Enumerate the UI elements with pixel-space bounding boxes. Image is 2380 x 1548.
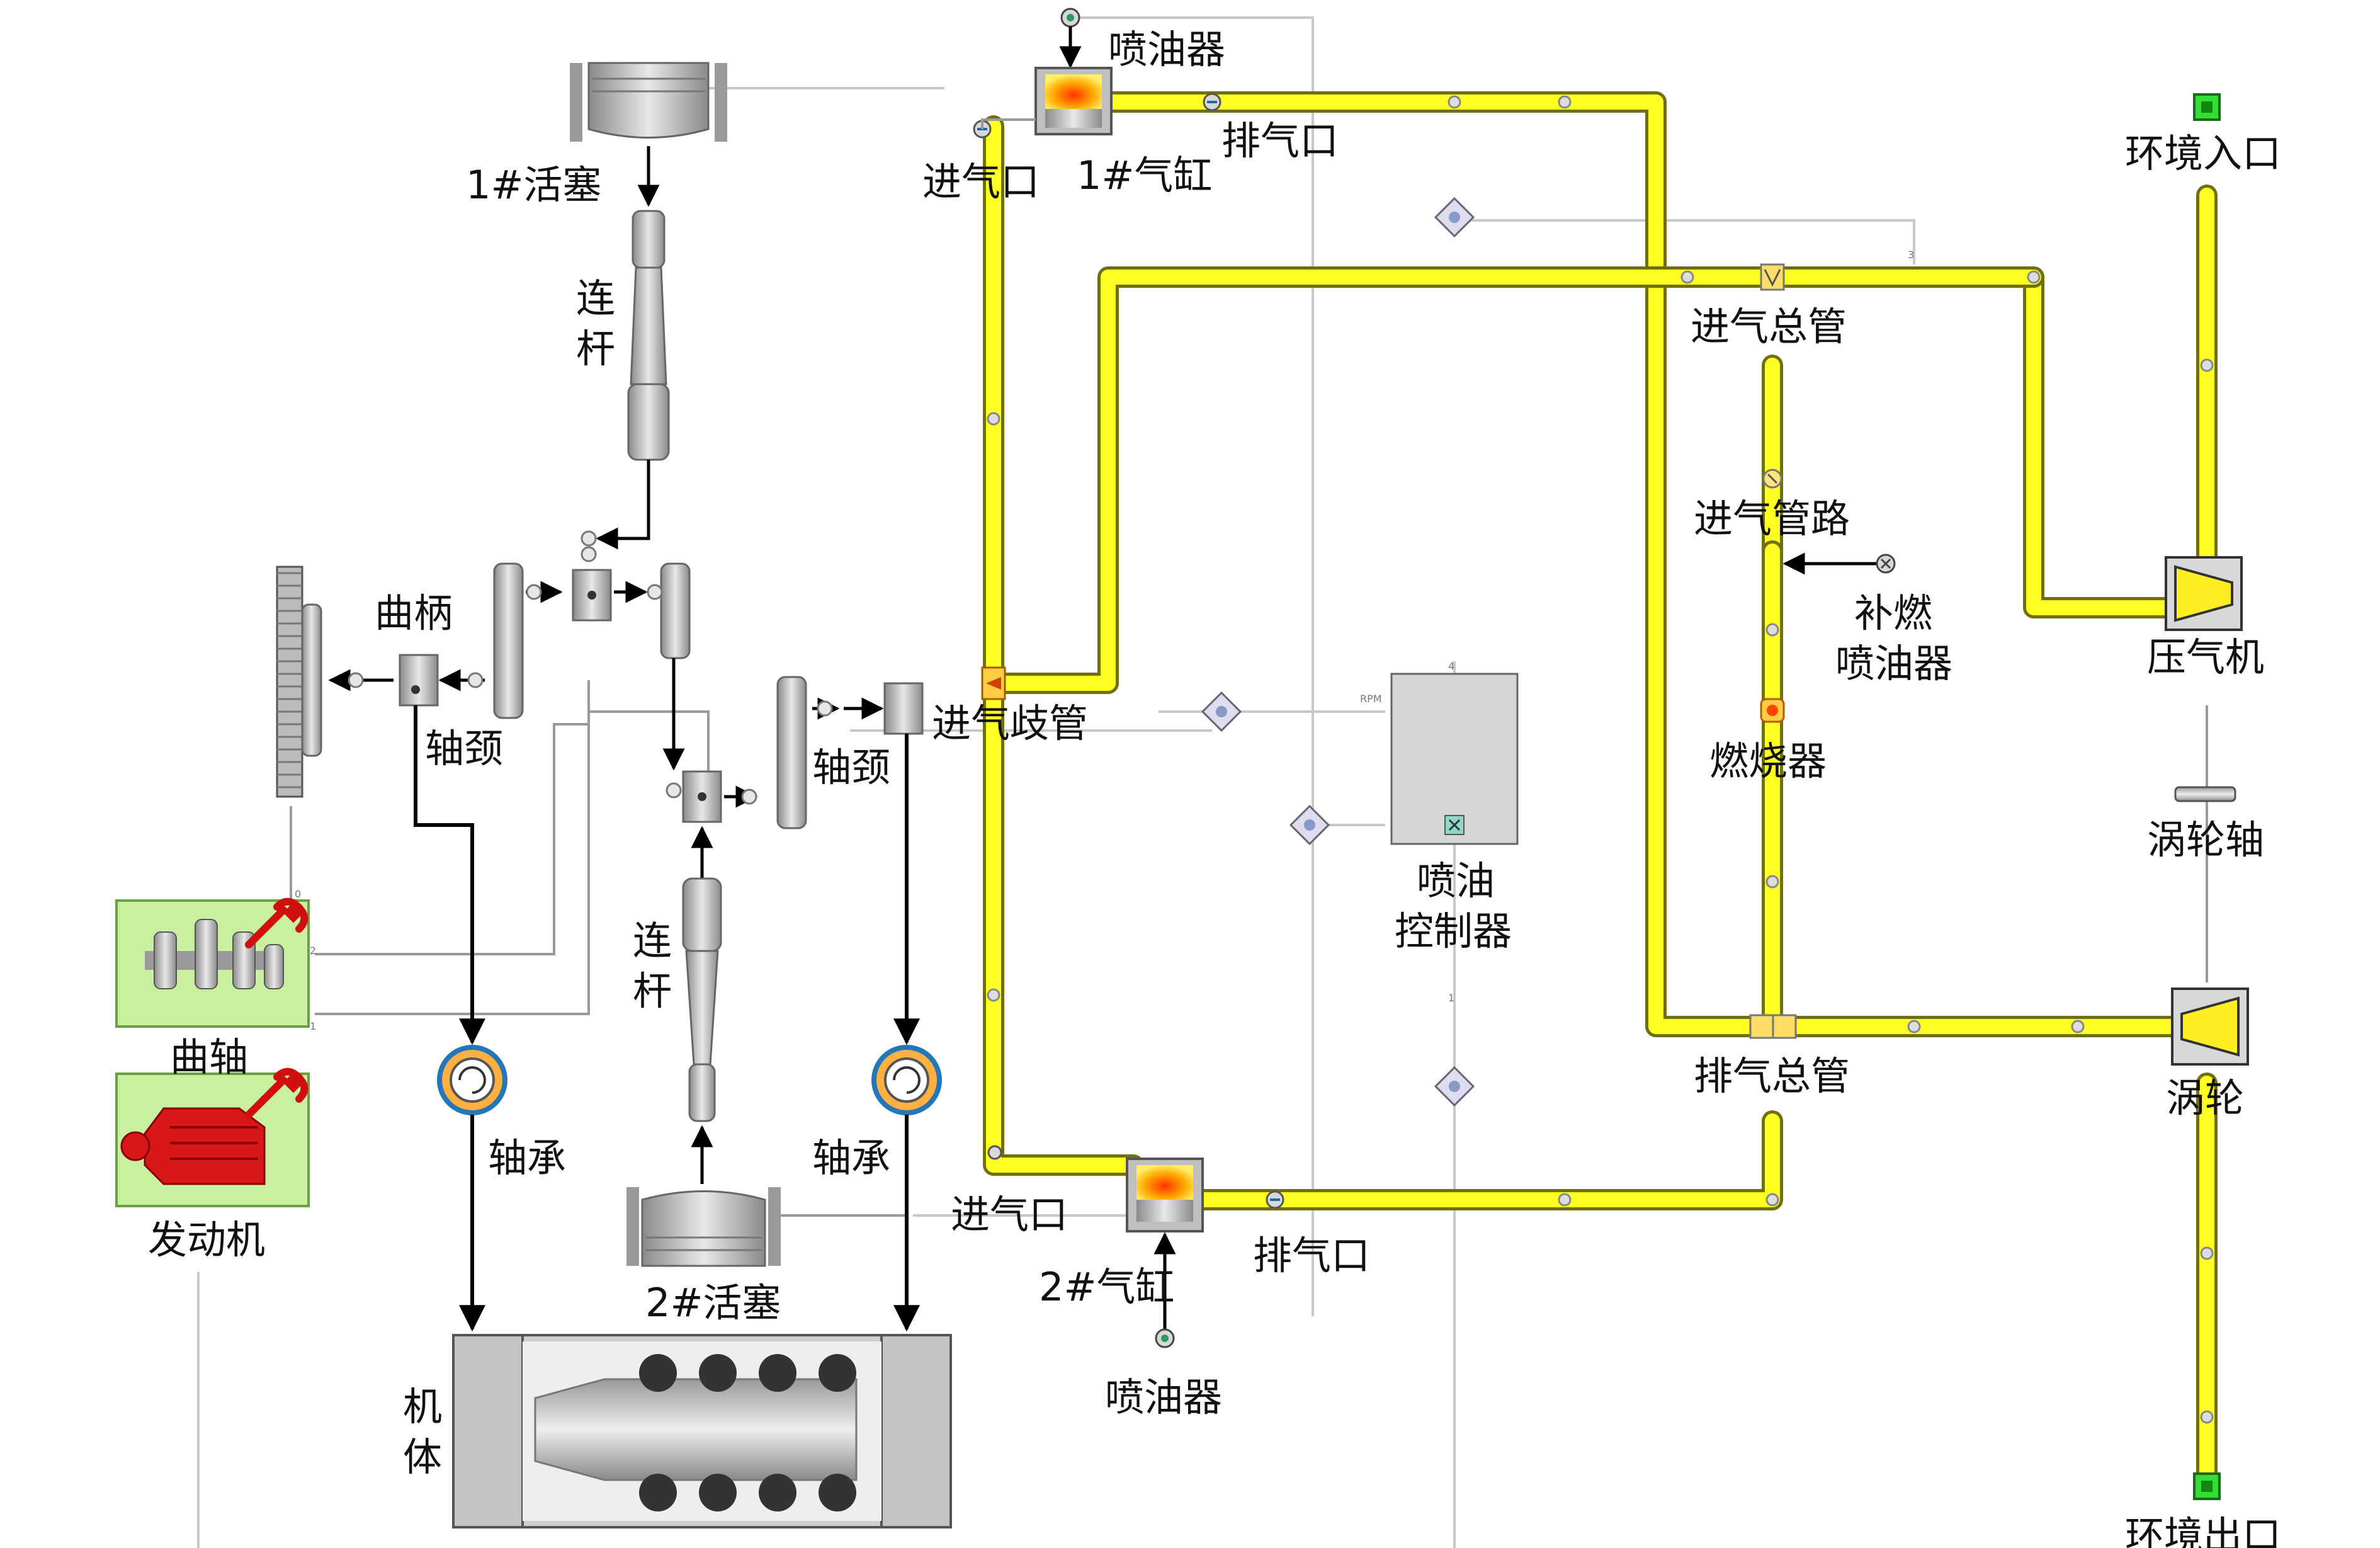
- injection-controller[interactable]: [1390, 673, 1519, 845]
- journal-1[interactable]: [399, 654, 439, 707]
- label-conrod-2: 杆: [633, 968, 672, 1014]
- label-turbine: 涡轮: [2166, 1075, 2244, 1121]
- cylinder-1[interactable]: [1034, 67, 1113, 135]
- exhaust-valve-2[interactable]: [1266, 1190, 1284, 1209]
- intake-valve-2[interactable]: [987, 1145, 1002, 1160]
- pipe-nodes: [987, 95, 2214, 1424]
- sensor-diamond-4[interactable]: [1434, 1066, 1475, 1107]
- label-compressor: 压气机: [2147, 634, 2264, 680]
- crank-web-right: [660, 562, 691, 659]
- wrench-icon: [245, 897, 309, 948]
- label-conrod-1: 杆: [576, 326, 615, 372]
- label-combustor: 燃烧器: [1709, 738, 1827, 784]
- sensor-diamond-2[interactable]: [1201, 691, 1242, 732]
- bearing-2[interactable]: [871, 1045, 942, 1115]
- crank-pin-1[interactable]: [572, 569, 612, 622]
- label-intake-port-1: 进气口: [922, 159, 1040, 205]
- rpm-tag: RPM: [1360, 693, 1382, 705]
- label-journal-2: 轴颈: [812, 744, 890, 790]
- label-piston-1: 1#活塞: [466, 162, 601, 208]
- label-crankshaft: 曲轴: [170, 1034, 248, 1080]
- label-intake-pipe: 进气管路: [1694, 496, 1850, 542]
- label-conrod-1: 连: [576, 275, 615, 321]
- bearing-1[interactable]: [437, 1045, 507, 1115]
- gas-pipes: [983, 91, 2218, 1484]
- label-block: 体: [403, 1434, 442, 1480]
- exhaust-valve-1[interactable]: [1203, 93, 1221, 111]
- label-bearing-2: 轴承: [812, 1135, 890, 1181]
- compressor[interactable]: [2165, 556, 2243, 631]
- cylinder-2[interactable]: [1126, 1158, 1204, 1232]
- label-controller: 控制器: [1395, 908, 1512, 954]
- environment-outlet[interactable]: [2193, 1472, 2221, 1500]
- crank-web-left: [493, 562, 524, 719]
- component-labels: 1#活塞 连 杆 曲柄 轴颈 轴颈 曲轴 发动机 轴承 轴承 连 杆 2#活塞 …: [148, 26, 2281, 1548]
- label-supp-injector: 补燃: [1854, 590, 1932, 636]
- environment-inlet[interactable]: [2193, 93, 2221, 121]
- label-crank: 曲柄: [375, 590, 453, 636]
- label-exhaust-port-2: 排气口: [1253, 1232, 1370, 1278]
- piston-1[interactable]: [570, 62, 727, 142]
- crank-web-2: [776, 676, 807, 829]
- engine-module[interactable]: [115, 1067, 310, 1207]
- label-injector-2: 喷油器: [1105, 1374, 1222, 1420]
- turbine-shaft[interactable]: [2174, 786, 2236, 802]
- label-piston-2: 2#活塞: [645, 1280, 781, 1326]
- label-intake-port-2: 进气口: [951, 1192, 1068, 1238]
- flywheel[interactable]: [276, 566, 322, 798]
- connecting-rod-1[interactable]: [627, 210, 670, 461]
- label-env-outlet: 环境出口: [2125, 1513, 2281, 1548]
- label-conrod-2: 连: [633, 918, 672, 964]
- label-exhaust-header: 排气总管: [1694, 1053, 1850, 1099]
- label-injector-1: 喷油器: [1108, 26, 1225, 72]
- signal-wires: [197, 16, 2208, 1548]
- supplementary-injector[interactable]: [1876, 554, 1896, 574]
- intake-header[interactable]: [1760, 263, 1785, 291]
- label-exhaust-port-1: 排气口: [1221, 118, 1339, 164]
- port-number: 3: [1908, 249, 1914, 261]
- label-bearing-1: 轴承: [488, 1135, 566, 1181]
- exhaust-header[interactable]: [1749, 1014, 1797, 1039]
- port-number: 2: [310, 945, 316, 957]
- sensor-diamond-1[interactable]: [1434, 196, 1475, 238]
- label-intake-manifold: 进气歧管: [932, 700, 1088, 746]
- label-intake-header: 进气总管: [1691, 304, 1847, 350]
- label-journal-1: 轴颈: [425, 726, 503, 771]
- combustor[interactable]: [1760, 698, 1785, 723]
- wrench-icon: [245, 1067, 309, 1118]
- connecting-rod-2[interactable]: [682, 877, 722, 1122]
- label-turbine-shaft: 涡轮轴: [2147, 817, 2264, 863]
- label-supp-injector: 喷油器: [1835, 640, 1952, 686]
- intake-manifold[interactable]: [981, 666, 1006, 700]
- injector-1[interactable]: [1060, 8, 1080, 28]
- port-number: 1: [1448, 992, 1454, 1004]
- label-controller: 喷油: [1417, 858, 1495, 904]
- journal-2[interactable]: [883, 682, 924, 735]
- port-number: 0: [295, 888, 301, 900]
- crankshaft-module[interactable]: [115, 897, 310, 1028]
- crank-pin-2[interactable]: [682, 770, 722, 823]
- label-block: 机: [403, 1384, 442, 1430]
- engine-block[interactable]: [452, 1334, 952, 1528]
- port-number: 4: [1448, 660, 1454, 672]
- turbine[interactable]: [2171, 987, 2249, 1066]
- label-env-inlet: 环境入口: [2125, 130, 2281, 176]
- port-number: 1: [310, 1020, 316, 1032]
- piston-2[interactable]: [626, 1187, 781, 1267]
- injector-2[interactable]: [1155, 1328, 1175, 1348]
- label-cylinder-2: 2#气缸: [1039, 1264, 1174, 1310]
- intake-pipe-valve[interactable]: [1762, 469, 1782, 489]
- label-engine: 发动机: [148, 1217, 265, 1263]
- label-cylinder-1: 1#气缸: [1077, 152, 1212, 198]
- sensor-diamond-3[interactable]: [1289, 804, 1330, 846]
